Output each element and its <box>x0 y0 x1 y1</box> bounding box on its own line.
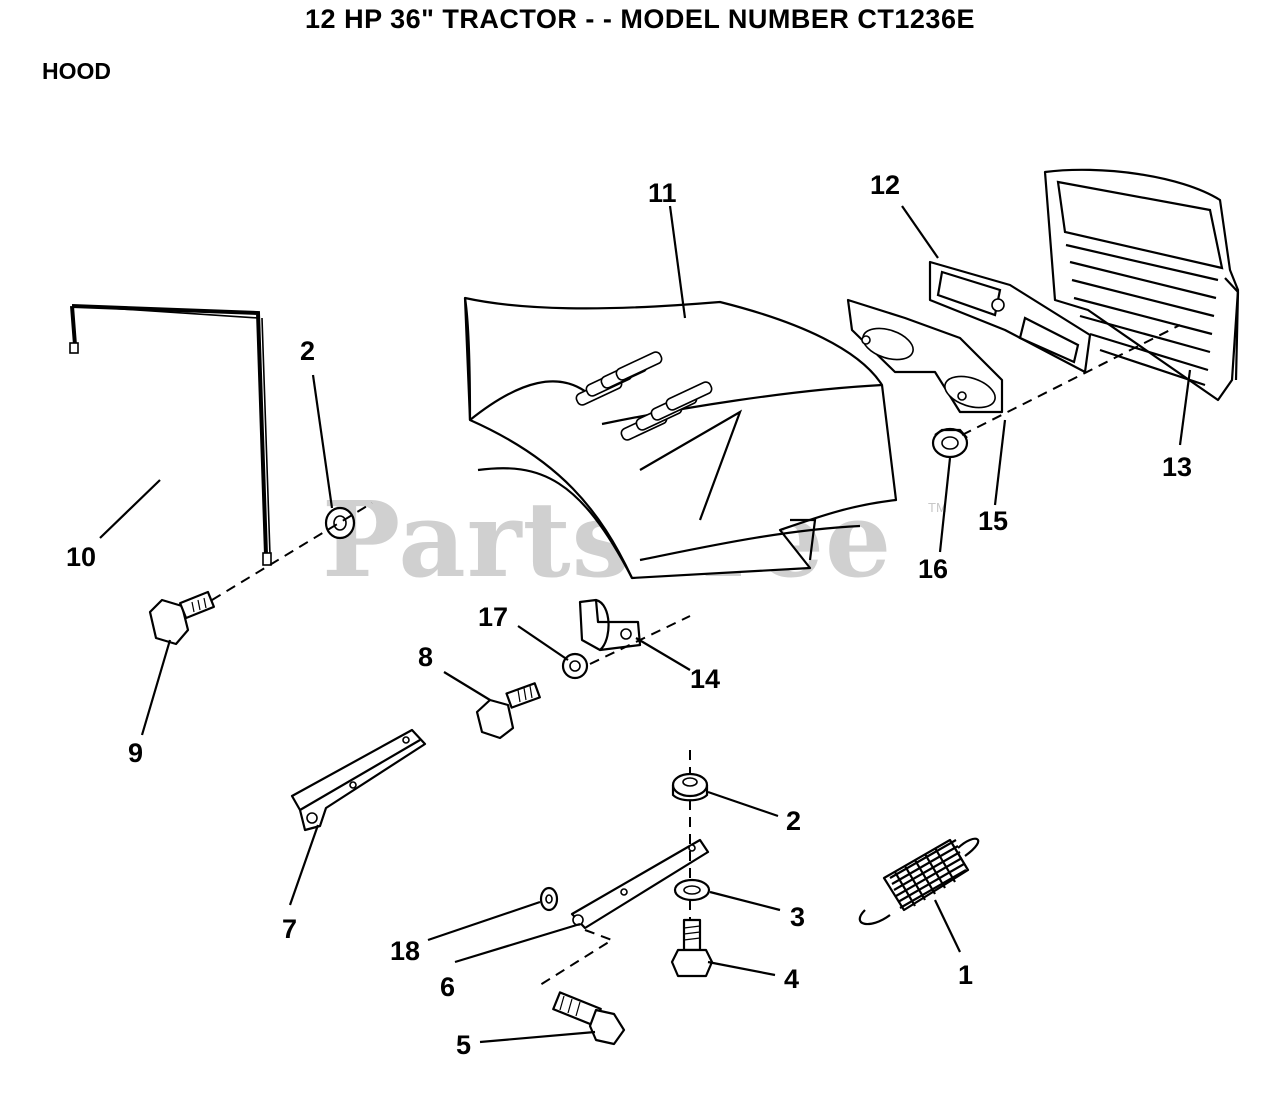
section-label: HOOD <box>42 58 111 84</box>
callout-14: 14 <box>690 664 720 694</box>
callout-12: 12 <box>870 170 900 200</box>
callout-5: 5 <box>456 1030 471 1060</box>
callout-7: 7 <box>282 914 297 944</box>
callout-17: 17 <box>478 602 508 632</box>
part-10-hood-rod[interactable] <box>69 304 272 566</box>
part-18-washer[interactable] <box>539 886 559 912</box>
callout-15: 15 <box>978 506 1008 536</box>
part-7-bracket[interactable] <box>290 728 427 832</box>
part-2-nut-lower[interactable] <box>671 772 709 802</box>
diagram-title: 12 HP 36" TRACTOR - - MODEL NUMBER CT123… <box>305 4 975 34</box>
leader-lines <box>99 205 1192 1044</box>
callout-4: 4 <box>784 964 799 994</box>
part-3-washer[interactable] <box>673 878 711 902</box>
part-6-link[interactable] <box>570 838 710 930</box>
callout-11: 11 <box>648 178 677 208</box>
part-16-nut[interactable] <box>931 427 969 459</box>
part-5-bolt[interactable] <box>552 991 626 1046</box>
part-17-washer[interactable] <box>561 652 589 680</box>
callout-9: 9 <box>128 738 143 768</box>
callout-3: 3 <box>790 902 805 932</box>
callout-labels: 11 12 13 15 16 2 10 9 8 17 14 2 3 4 5 6 … <box>66 170 1192 1060</box>
part-4-bolt[interactable] <box>670 918 714 978</box>
callout-2-upper: 2 <box>300 336 315 366</box>
part-11-hood[interactable] <box>463 296 898 580</box>
callout-13: 13 <box>1162 452 1192 482</box>
part-9-bolt[interactable] <box>148 590 216 646</box>
callout-2-lower: 2 <box>786 806 801 836</box>
part-13-grille[interactable] <box>1043 168 1240 402</box>
callout-6: 6 <box>440 972 455 1002</box>
callout-8: 8 <box>418 642 433 672</box>
hood-vents <box>575 351 713 441</box>
part-2-nut-upper[interactable] <box>324 506 356 540</box>
callout-1: 1 <box>958 960 973 990</box>
part-15-headlight-holder[interactable] <box>846 298 1004 414</box>
part-1-spring[interactable] <box>858 837 980 926</box>
callout-18: 18 <box>390 936 420 966</box>
callout-16: 16 <box>918 554 948 584</box>
part-8-bolt[interactable] <box>475 682 541 740</box>
part-14-hinge-bracket[interactable] <box>578 598 642 652</box>
callout-10: 10 <box>66 542 96 572</box>
watermark-tm: TM <box>928 500 947 515</box>
